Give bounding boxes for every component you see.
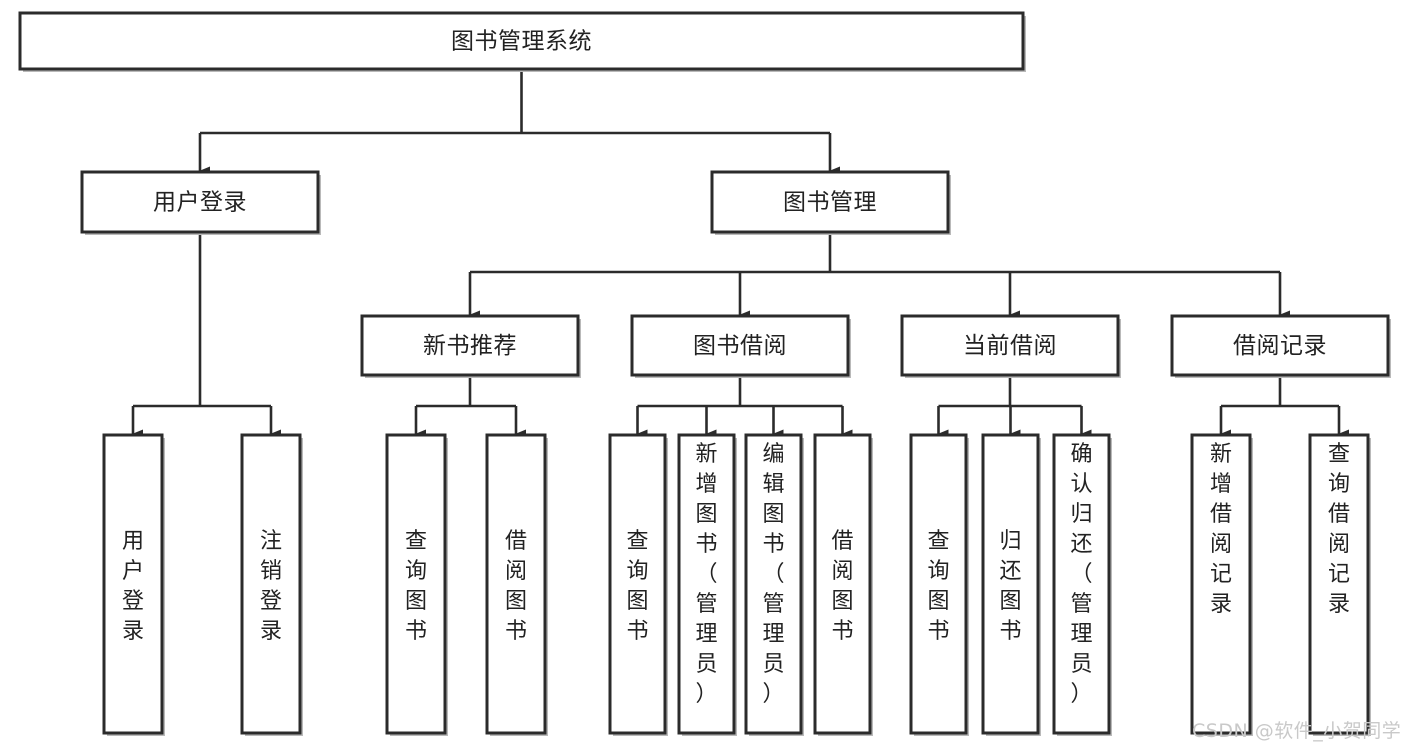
node-user-login[interactable]: 用户登录 <box>80 170 321 235</box>
node-label-vertical: 归还图书 <box>999 529 1021 644</box>
edge-group-borrow-record <box>1219 375 1349 439</box>
node-label: 图书管理 <box>783 190 877 216</box>
node-new-book-recommend[interactable]: 新书推荐 <box>360 314 581 378</box>
node-label-vertical: 查询图书 <box>626 529 648 644</box>
edge-group-book-manage <box>468 232 1290 320</box>
edge-group-book-borrow <box>636 375 853 439</box>
node-leaf-query-borrow-record[interactable]: 查询借阅记录 <box>1308 433 1371 736</box>
node-label-vertical: 借阅图书 <box>831 529 853 644</box>
node-label-vertical: 用户登录 <box>122 529 144 644</box>
node-label: 用户登录 <box>153 190 247 216</box>
node-label: 图书借阅 <box>693 333 787 359</box>
edge-group-user-login <box>131 232 281 439</box>
node-leaf-borrow-book-recommend[interactable]: 借阅图书 <box>485 433 548 736</box>
edge-group-new-book-recommend <box>414 375 526 439</box>
node-label: 借阅记录 <box>1233 333 1327 359</box>
node-label-vertical: 注销登录 <box>260 529 282 644</box>
node-leaf-query-book-borrow[interactable]: 查询图书 <box>608 433 668 736</box>
node-label-vertical: 借阅图书 <box>505 529 527 644</box>
node-label-vertical: 新增图书（管理员） <box>695 442 717 707</box>
node-label-vertical: 确认归还（管理员） <box>1070 442 1092 707</box>
node-book-borrow[interactable]: 图书借阅 <box>630 314 851 378</box>
node-root[interactable]: 图书管理系统 <box>18 11 1026 72</box>
nodes-layer: 图书管理系统用户登录图书管理新书推荐图书借阅当前借阅借阅记录用户登录注销登录查询… <box>18 11 1391 736</box>
node-label-vertical: 新增借阅记录 <box>1210 442 1232 617</box>
node-leaf-query-book-recommend[interactable]: 查询图书 <box>385 433 448 736</box>
node-leaf-return-book[interactable]: 归还图书 <box>981 433 1041 736</box>
node-label: 当前借阅 <box>963 333 1057 359</box>
node-label-vertical: 查询借阅记录 <box>1328 442 1350 617</box>
node-label-vertical: 查询图书 <box>927 529 949 644</box>
node-leaf-add-book-admin[interactable]: 新增图书（管理员） <box>677 433 737 736</box>
node-leaf-add-borrow-record[interactable]: 新增借阅记录 <box>1190 433 1253 736</box>
node-leaf-query-book-current[interactable]: 查询图书 <box>909 433 969 736</box>
node-leaf-borrow-book[interactable]: 借阅图书 <box>813 433 873 736</box>
node-leaf-confirm-return-admin[interactable]: 确认归还（管理员） <box>1052 433 1112 736</box>
edge-group-root <box>198 69 840 176</box>
edge-group-current-borrow <box>937 375 1092 439</box>
node-label-vertical: 查询图书 <box>405 529 427 644</box>
node-label: 新书推荐 <box>423 333 517 359</box>
node-book-manage[interactable]: 图书管理 <box>710 170 951 235</box>
csdn-watermark: CSDN @软件_小贺同学 <box>1192 720 1402 742</box>
node-leaf-edit-book-admin[interactable]: 编辑图书（管理员） <box>744 433 804 736</box>
node-label: 图书管理系统 <box>451 29 592 55</box>
node-label-vertical: 编辑图书（管理员） <box>762 442 784 707</box>
node-current-borrow[interactable]: 当前借阅 <box>900 314 1121 378</box>
node-borrow-record[interactable]: 借阅记录 <box>1170 314 1391 378</box>
node-leaf-logout-login[interactable]: 注销登录 <box>240 433 303 736</box>
edges-layer <box>131 69 1349 439</box>
node-leaf-user-login[interactable]: 用户登录 <box>102 433 165 736</box>
